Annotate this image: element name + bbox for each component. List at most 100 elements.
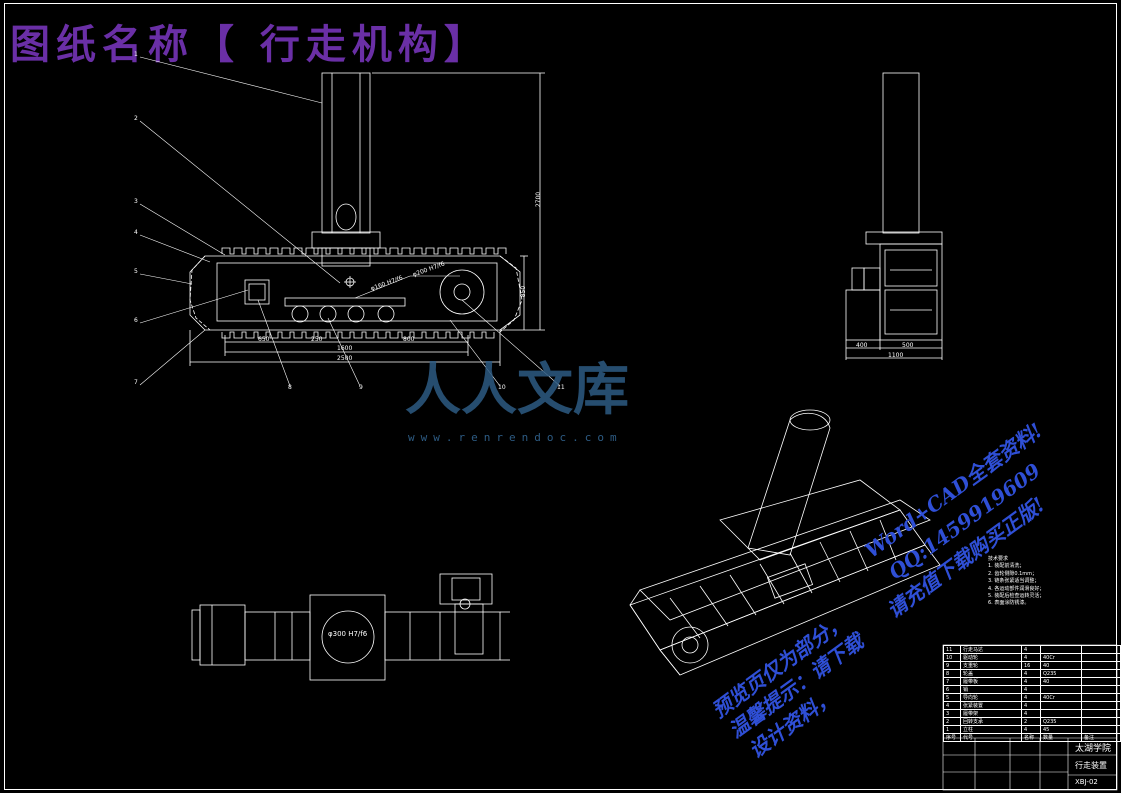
bom-cell-qty: 4: [1021, 725, 1041, 734]
tech-note: 1. 装配前清洗；: [988, 563, 1025, 570]
tech-note: 4. 各运动部件润滑良好；: [988, 585, 1045, 592]
bom-cell-name: 轮盖: [960, 669, 1022, 678]
bom-cell-mat: [1040, 645, 1082, 654]
callout-1: 1: [134, 51, 138, 58]
bom-cell-note: [1081, 661, 1121, 670]
bom-cell-note: [1081, 725, 1121, 734]
bom-cell-mat: 40Cr: [1040, 653, 1082, 662]
bom-header-qty: 名称: [1021, 733, 1041, 742]
bom-cell-no: 9: [943, 661, 961, 670]
drawing-number: XBJ-02: [1075, 778, 1098, 786]
bom-cell-name: 支重轮: [960, 661, 1022, 670]
bom-cell-name: 立柱: [960, 725, 1022, 734]
bom-cell-note: [1081, 685, 1121, 694]
bom-cell-no: 11: [943, 645, 961, 654]
bom-cell-qty: 4: [1021, 685, 1041, 694]
bom-cell-mat: 40: [1040, 677, 1082, 686]
front-view: [139, 56, 561, 387]
bom-cell-mat: [1040, 685, 1082, 694]
dim-850: 850: [520, 285, 528, 298]
tech-note: 6. 表面涂防锈漆。: [988, 600, 1030, 607]
bom-cell-qty: 4: [1021, 653, 1041, 662]
dim-500: 500: [902, 342, 914, 349]
watermark-url: www.renrendoc.com: [408, 431, 623, 444]
dim-250: 250: [311, 336, 323, 343]
callout-6: 6: [134, 317, 138, 324]
callout-10: 10: [498, 384, 506, 391]
bom-cell-note: [1081, 701, 1121, 710]
bom-cell-no: 7: [943, 677, 961, 686]
bom-cell-no: 5: [943, 693, 961, 702]
bom-cell-no: 8: [943, 669, 961, 678]
watermark-logo: 人人文库: [405, 335, 705, 455]
bom-header-no: 序号: [943, 733, 961, 742]
bom-cell-mat: Q235: [1040, 717, 1082, 726]
tech-note: 3. 链条张紧适当调整；: [988, 578, 1040, 585]
bom-header-name: 代号: [960, 733, 1022, 742]
dim-2700: 2700: [535, 191, 543, 208]
drawing-border: [4, 3, 1117, 790]
bom-header-note: 备注: [1081, 733, 1121, 742]
bom-cell-name: 履带板: [960, 677, 1022, 686]
callout-11: 11: [557, 384, 565, 391]
isometric-view: [629, 409, 941, 676]
dim-1600: 1600: [337, 345, 353, 352]
bom-cell-qty: 2: [1021, 717, 1041, 726]
bom-cell-qty: 4: [1021, 669, 1041, 678]
bom-cell-name: 回转支承: [960, 717, 1022, 726]
watermark-logo-text: 人人文库: [405, 357, 629, 423]
bom-cell-note: [1081, 709, 1121, 718]
bom-cell-note: [1081, 717, 1121, 726]
bom-cell-name: 行走马达: [960, 645, 1022, 654]
bom-cell-note: [1081, 677, 1121, 686]
bom-cell-note: [1081, 653, 1121, 662]
callout-9: 9: [359, 384, 363, 391]
dim-400: 400: [856, 342, 868, 349]
callout-2: 2: [134, 115, 138, 122]
tech-note: 技术要求: [988, 556, 1009, 562]
bom-cell-name: 张紧装置: [960, 701, 1022, 710]
bom-cell-mat: [1040, 701, 1082, 710]
callout-8: 8: [288, 384, 292, 391]
bom-cell-qty: 4: [1021, 677, 1041, 686]
drawing-name: 行走装置: [1075, 761, 1107, 770]
bom-cell-note: [1081, 693, 1121, 702]
bom-cell-mat: 45: [1040, 725, 1082, 734]
bom-cell-no: 10: [943, 653, 961, 662]
side-view: [845, 72, 943, 360]
fit-label-top: φ300 H7/f6: [328, 630, 368, 638]
bom-cell-qty: 4: [1021, 693, 1041, 702]
bom-cell-no: 6: [943, 685, 961, 694]
bom-cell-name: 销: [960, 685, 1022, 694]
school-name: 太湖学院: [1075, 744, 1112, 754]
callout-5: 5: [134, 268, 138, 275]
bom-cell-note: [1081, 645, 1121, 654]
bom-cell-name: 导向轮: [960, 693, 1022, 702]
callout-3: 3: [134, 198, 138, 205]
bom-cell-mat: [1040, 709, 1082, 718]
bom-cell-mat: Q235: [1040, 669, 1082, 678]
technical-requirements: 技术要求 1. 装配前清洗； 2. 齿轮侧隙0.1mm； 3. 链条张紧适当调整…: [988, 556, 1044, 608]
bom-cell-note: [1081, 669, 1121, 678]
bom-cell-no: 1: [943, 725, 961, 734]
tech-note: 2. 齿轮侧隙0.1mm；: [988, 570, 1038, 577]
callout-7: 7: [134, 379, 138, 386]
dim-1100: 1100: [888, 352, 904, 359]
callout-4: 4: [134, 229, 138, 236]
dim-2500: 2500: [337, 355, 353, 362]
top-view: [191, 573, 510, 681]
bom-cell-no: 2: [943, 717, 961, 726]
bom-cell-mat: 40Cr: [1040, 693, 1082, 702]
